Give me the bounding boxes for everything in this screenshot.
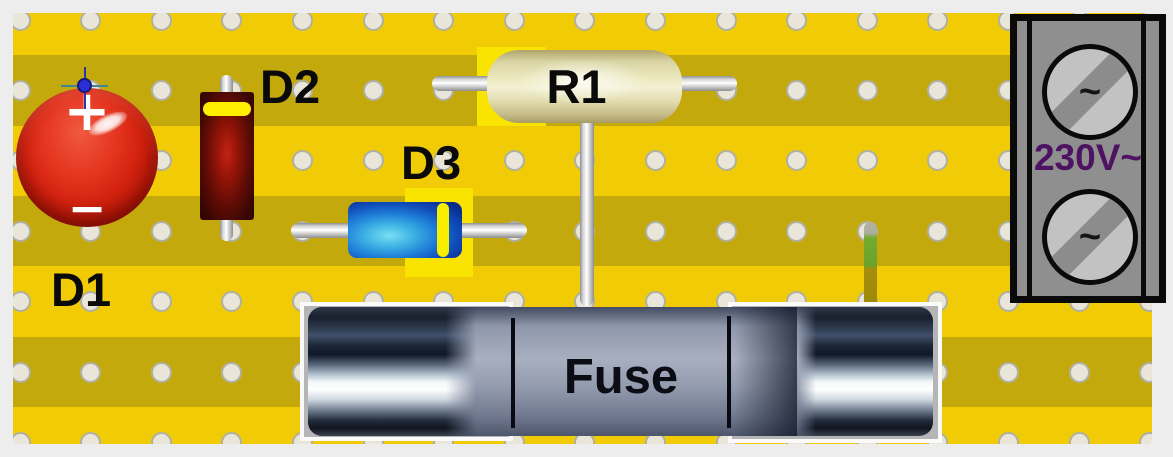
board-hole bbox=[786, 79, 808, 101]
led-plus-marker: + bbox=[63, 79, 111, 144]
d3-left-lead bbox=[291, 223, 360, 238]
board-hole bbox=[786, 220, 808, 242]
terminal-block-right-line bbox=[1141, 21, 1146, 296]
board-hole bbox=[291, 13, 313, 31]
terminal-screw-top[interactable]: ~ bbox=[1042, 44, 1138, 140]
board-hole bbox=[221, 291, 243, 313]
fuse-wire-mark-right bbox=[727, 316, 731, 428]
fuse-body[interactable]: Fuse bbox=[308, 307, 933, 436]
fuse-glass-shadow bbox=[735, 307, 797, 436]
stripboard: + − R1 Fuse bbox=[13, 13, 1152, 444]
board-hole bbox=[927, 220, 949, 242]
board-hole bbox=[997, 361, 1019, 383]
board-hole bbox=[715, 220, 737, 242]
board-hole bbox=[644, 150, 666, 172]
fuse-metal-cap-left bbox=[308, 307, 476, 436]
led-minus-marker: − bbox=[67, 181, 107, 235]
board-hole bbox=[433, 13, 455, 31]
label-d2: D2 bbox=[260, 60, 321, 113]
board-hole bbox=[13, 291, 31, 313]
d3-cathode-band bbox=[437, 203, 449, 257]
r1-vertical-lead bbox=[580, 110, 594, 306]
board-hole bbox=[644, 13, 666, 31]
board-hole bbox=[221, 13, 243, 31]
board-hole bbox=[433, 150, 455, 172]
board-hole bbox=[786, 150, 808, 172]
screw-ac-symbol: ~ bbox=[1078, 216, 1102, 258]
jumper-wire bbox=[864, 222, 877, 306]
board-hole bbox=[80, 361, 102, 383]
r1-right-lead bbox=[670, 76, 737, 91]
board-hole bbox=[362, 150, 384, 172]
r1-shine bbox=[517, 58, 647, 104]
board-hole bbox=[150, 361, 172, 383]
board-hole bbox=[1068, 361, 1090, 383]
board-hole bbox=[80, 13, 102, 31]
label-d1: D1 bbox=[51, 263, 112, 316]
board-hole bbox=[150, 79, 172, 101]
label-d3: D3 bbox=[401, 136, 462, 189]
board-hole bbox=[13, 79, 31, 101]
board-hole bbox=[150, 220, 172, 242]
board-hole bbox=[13, 13, 31, 31]
board-hole bbox=[927, 79, 949, 101]
board-hole bbox=[927, 13, 949, 31]
fuse-metal-cap-right bbox=[797, 307, 933, 436]
board-hole bbox=[927, 150, 949, 172]
board-hole bbox=[291, 150, 313, 172]
board-hole bbox=[362, 79, 384, 101]
board-hole bbox=[221, 361, 243, 383]
label-230v: 230V~ bbox=[1033, 137, 1143, 178]
board-hole bbox=[13, 361, 31, 383]
terminal-block-left-line bbox=[1027, 21, 1032, 296]
board-hole bbox=[150, 291, 172, 313]
board-hole bbox=[13, 220, 31, 242]
board-hole bbox=[856, 79, 878, 101]
board-hole bbox=[1068, 431, 1090, 444]
board-hole bbox=[1139, 431, 1152, 444]
label-fuse: Fuse bbox=[563, 349, 679, 404]
d2-cathode-band bbox=[203, 102, 251, 116]
board-hole bbox=[856, 13, 878, 31]
terminal-screw-bottom[interactable]: ~ bbox=[1042, 189, 1138, 285]
board-hole bbox=[291, 79, 313, 101]
diode-d3-body[interactable] bbox=[348, 202, 462, 258]
board-hole bbox=[362, 13, 384, 31]
label-r1: R1 bbox=[546, 60, 607, 113]
board-hole bbox=[715, 150, 737, 172]
board-hole bbox=[1139, 361, 1152, 383]
board-hole bbox=[221, 431, 243, 444]
board-hole bbox=[856, 150, 878, 172]
diode-d2-body[interactable] bbox=[200, 92, 254, 220]
led-d1-body[interactable] bbox=[16, 88, 158, 227]
board-hole bbox=[644, 220, 666, 242]
board-hole bbox=[150, 431, 172, 444]
board-hole bbox=[150, 13, 172, 31]
board-hole bbox=[503, 13, 525, 31]
d3-right-lead bbox=[455, 223, 527, 238]
board-hole bbox=[80, 291, 102, 313]
board-hole bbox=[13, 431, 31, 444]
resistor-r1-body[interactable]: R1 bbox=[487, 50, 682, 123]
fuse-wire-mark-left bbox=[511, 318, 515, 428]
board-hole bbox=[80, 431, 102, 444]
board-hole bbox=[574, 13, 596, 31]
board-hole bbox=[715, 13, 737, 31]
selection-handle-dot[interactable] bbox=[77, 78, 92, 93]
terminal-block-230v[interactable]: ~ ~ 230V~ bbox=[1010, 14, 1166, 303]
board-hole bbox=[503, 150, 525, 172]
screw-ac-symbol: ~ bbox=[1078, 71, 1102, 113]
board-hole bbox=[786, 13, 808, 31]
board-hole bbox=[997, 431, 1019, 444]
